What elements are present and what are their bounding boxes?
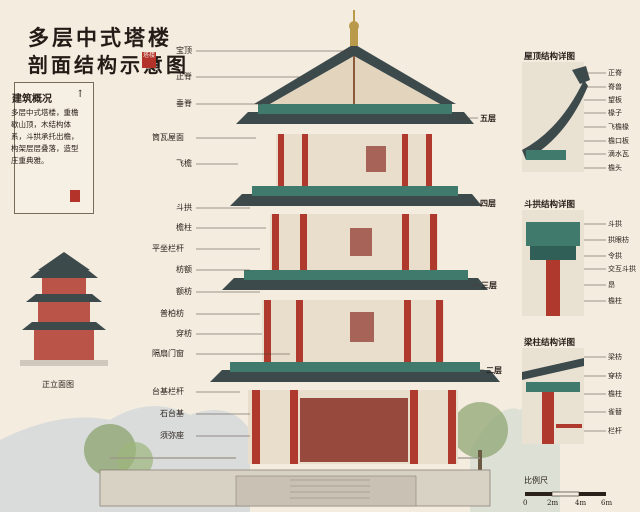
label-pingzuo: 平坐栏杆	[152, 244, 184, 253]
floor-label-1: 二层	[486, 365, 502, 375]
roof-detail-drawing	[522, 62, 590, 172]
roof-label-4: 飞檐椽	[608, 123, 629, 131]
label-xumizuo: 须弥座	[160, 431, 184, 440]
pagoda-cross-section	[99, 10, 500, 507]
scale-bar	[525, 491, 606, 497]
floor-label-5: 五层	[480, 113, 496, 123]
scale-tick-0: 0	[523, 499, 528, 507]
roof-label-7: 檐头	[608, 164, 622, 172]
roof-detail-title: 屋顶结构详图	[524, 52, 576, 62]
label-zhengji: 正脊	[176, 72, 192, 81]
bracket-label-0: 斗拱	[608, 220, 622, 228]
beam-detail-title: 梁柱结构详图	[524, 338, 576, 348]
overview-heading: 建筑概况	[12, 94, 52, 105]
label-chuiji: 垂脊	[176, 99, 192, 108]
page-title: 多层中式塔楼	[28, 25, 172, 50]
label-yanzhu: 檐柱	[176, 223, 192, 232]
arrow-icon: ↑	[76, 89, 85, 100]
roof-label-0: 正脊	[608, 69, 622, 77]
roof-label-5: 檐口板	[608, 137, 629, 145]
label-taiji-langan: 台基栏杆	[152, 387, 184, 396]
roof-label-1: 脊兽	[608, 83, 622, 91]
floor-label-4: 四层	[480, 198, 496, 208]
label-feiyan: 飞檐	[176, 159, 192, 168]
scale-label: 比例尺	[524, 476, 548, 485]
bracket-label-3: 交互斗拱	[608, 265, 636, 273]
label-tongwa: 筒瓦屋面	[152, 133, 184, 142]
bracket-label-5: 檐柱	[608, 297, 622, 305]
red-seal-stamp: 塔楼	[142, 52, 156, 68]
label-dougong: 斗拱	[176, 203, 192, 212]
beam-label-0: 梁枋	[608, 353, 622, 361]
floor-label-3: 三层	[481, 280, 497, 290]
scale-tick-6: 6m	[601, 499, 613, 507]
roof-label-2: 望板	[608, 96, 622, 104]
label-shitaiji: 石台基	[160, 409, 184, 418]
label-baoding: 宝顶	[176, 46, 192, 55]
beam-label-1: 穿枋	[608, 372, 622, 380]
bracket-detail-title: 斗拱结构详图	[524, 200, 576, 210]
bracket-label-4: 昂	[608, 281, 615, 289]
beam-label-3: 雀替	[608, 408, 622, 416]
roof-label-3: 椽子	[608, 109, 622, 117]
label-fange: 枋额	[176, 265, 192, 274]
page-subtitle: 剖面结构示意图	[28, 53, 189, 77]
roof-label-6: 滴水瓦	[608, 150, 629, 158]
beam-detail-drawing	[522, 348, 584, 444]
overview-body: 多层中式塔楼，重檐歇山顶，木结构体系，斗拱承托出檐，构架层层叠落，造型庄重典雅。	[11, 108, 79, 165]
scale-tick-4: 4m	[575, 499, 587, 507]
bracket-label-2: 令拱	[608, 252, 622, 260]
front-elevation-drawing	[20, 252, 108, 366]
overview-panel	[14, 82, 94, 214]
front-view-label: 正立面图	[42, 380, 74, 389]
beam-label-2: 檐柱	[608, 390, 622, 398]
scale-tick-2: 2m	[547, 499, 559, 507]
beam-label-4: 栏杆	[608, 427, 622, 435]
label-chuanfang: 穿枋	[176, 329, 192, 338]
label-pubofang: 普柏枋	[160, 309, 184, 318]
label-geshan: 隔扇门窗	[152, 349, 184, 358]
label-efang: 额枋	[176, 287, 192, 296]
small-seal-icon	[70, 190, 80, 202]
bracket-detail-drawing	[522, 210, 584, 316]
bracket-label-1: 拱眼枋	[608, 236, 629, 244]
